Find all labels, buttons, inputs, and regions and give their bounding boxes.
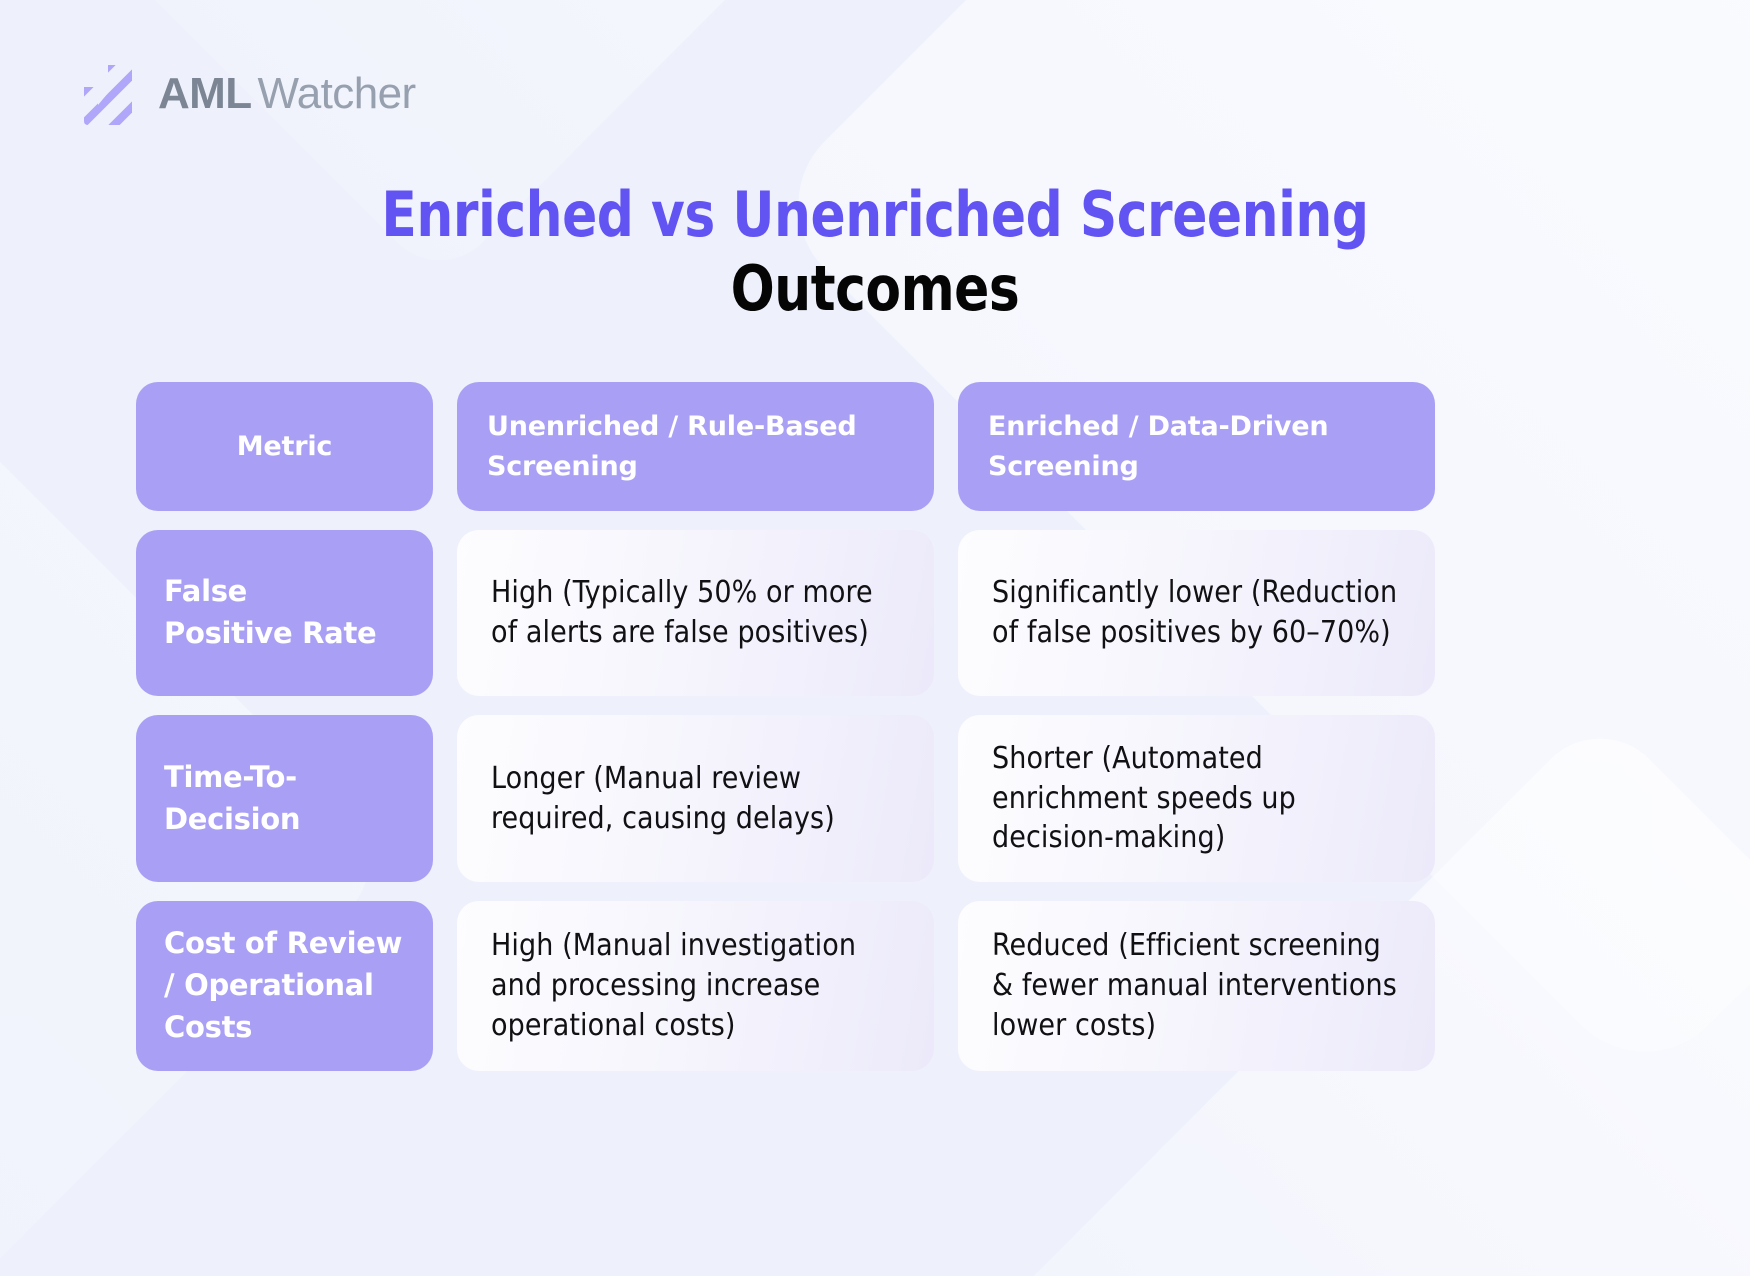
page-title-line-2: Outcomes [730, 252, 1020, 326]
brand-name-light: Watcher [257, 69, 417, 118]
row-metric-label: Time-To- Decision [136, 715, 433, 882]
row-enriched-value: Shorter (Automated enrichment speeds up … [958, 715, 1435, 882]
comparison-table: Metric Unenriched / Rule-Based Screening… [136, 382, 1435, 1071]
table-row: Time-To- Decision Longer (Manual review … [136, 715, 1435, 882]
row-enriched-value: Significantly lower (Reduction of false … [958, 530, 1435, 696]
row-unenriched-value: High (Typically 50% or more of alerts ar… [457, 530, 934, 696]
column-header-metric: Metric [136, 382, 433, 511]
table-row: Cost of Review / Operational Costs High … [136, 901, 1435, 1071]
page-title: Enriched vs Unenriched Screening Outcome… [0, 178, 1750, 327]
row-metric-label: False Positive Rate [136, 530, 433, 696]
aml-watcher-logo-icon [84, 65, 132, 125]
table-header-row: Metric Unenriched / Rule-Based Screening… [136, 382, 1435, 511]
row-unenriched-value: High (Manual investigation and processin… [457, 901, 934, 1071]
page-title-line-1: Enriched vs Unenriched Screening [381, 178, 1369, 251]
column-header-unenriched: Unenriched / Rule-Based Screening [457, 382, 934, 511]
row-enriched-value: Reduced (Efficient screening & fewer man… [958, 901, 1435, 1071]
table-row: False Positive Rate High (Typically 50% … [136, 530, 1435, 696]
row-unenriched-value: Longer (Manual review required, causing … [457, 715, 934, 882]
brand-name-bold: AML [158, 69, 252, 118]
row-metric-label: Cost of Review / Operational Costs [136, 901, 433, 1071]
column-header-enriched: Enriched / Data-Driven Screening [958, 382, 1435, 511]
